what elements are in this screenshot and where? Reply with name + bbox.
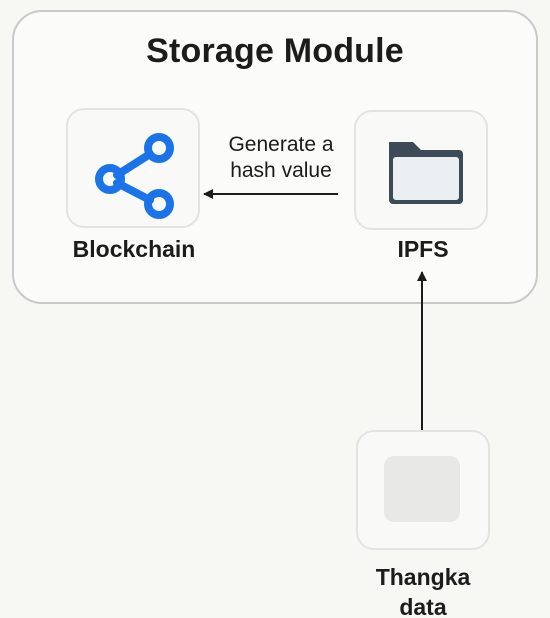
hash-edge-label: Generate a hash value — [212, 132, 350, 184]
folder-icon — [389, 142, 463, 204]
blockchain-node — [66, 108, 200, 228]
blockchain-label: Blockchain — [72, 236, 196, 262]
thangka-label-line2: data — [399, 594, 447, 618]
module-title: Storage Module — [146, 32, 404, 70]
thangka-data-node — [356, 430, 490, 550]
ipfs-label: IPFS — [397, 236, 449, 262]
hash-edge-label-line2: hash value — [230, 159, 332, 182]
ipfs-node — [354, 110, 488, 230]
share-nodes-icon — [95, 133, 174, 219]
hash-edge-label-line1: Generate a — [228, 133, 334, 156]
image-placeholder-icon — [384, 456, 460, 522]
thangka-label-line1: Thangka — [375, 564, 471, 590]
thangka-data-label: Thangka data — [330, 562, 516, 618]
